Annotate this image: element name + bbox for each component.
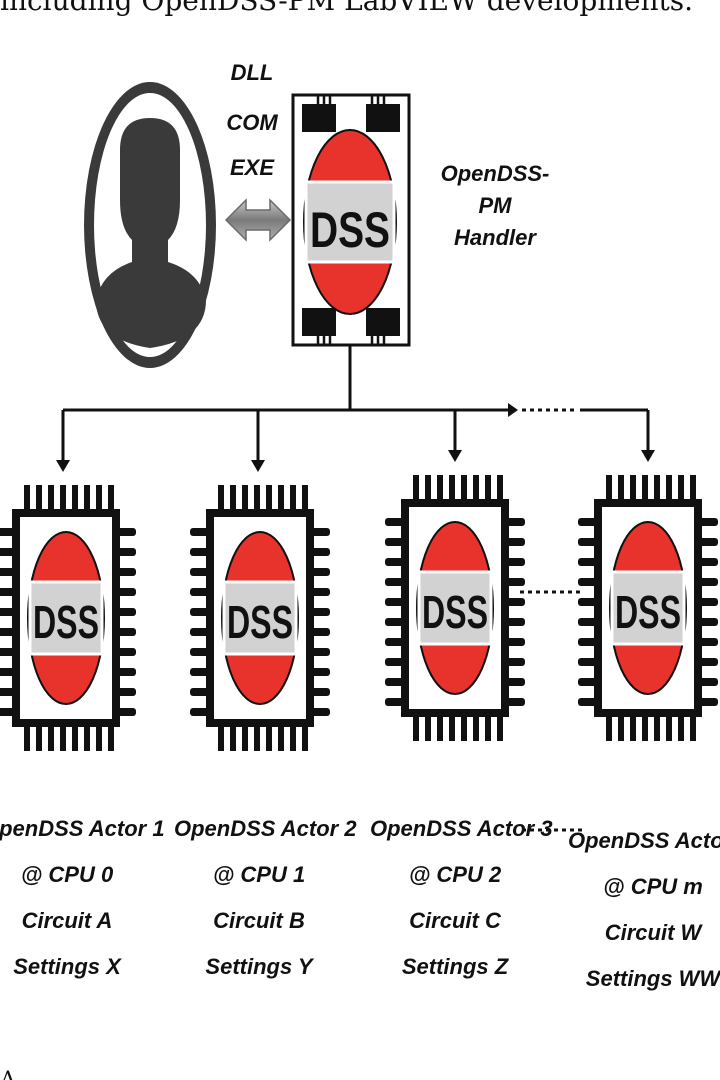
actor-chip-icon: DSS: [0, 485, 136, 751]
actor-name: OpenDSS Actor n: [568, 828, 720, 853]
footer-text: A: [0, 1068, 720, 1080]
actor-name: OpenDSS Actor 2: [174, 816, 357, 841]
actor-chip-text: DSS: [422, 586, 488, 638]
actor-circuit: Circuit B: [213, 908, 305, 933]
actor-chip-icon: DSS: [385, 475, 525, 741]
handler-label: OpenDSS-PM Handler: [430, 158, 560, 254]
actor-label-1: OpenDSS Actor 1 @ CPU 0 Circuit A Settin…: [0, 806, 165, 990]
actor-settings: Settings Z: [401, 954, 509, 979]
api-com-label: COM: [226, 110, 278, 135]
handler-label-line1: OpenDSS-PM: [440, 161, 550, 218]
actor-label-4: OpenDSS Actor n @ CPU m Circuit W Settin…: [568, 818, 720, 1002]
double-arrow-icon: [224, 198, 292, 242]
actor-label-3: OpenDSS Actor 3 @ CPU 2 Circuit C Settin…: [370, 806, 553, 990]
actor-chip-text: DSS: [615, 586, 681, 638]
actor-chip-icon: DSS: [578, 475, 718, 741]
actor-name: OpenDSS Actor 1: [0, 816, 165, 841]
connector-lines: [61, 345, 650, 832]
api-dll-label: DLL: [230, 60, 274, 85]
actor-name: OpenDSS Actor 3: [370, 816, 553, 841]
page-heading: including OpenDSS-PM LabVIEW development…: [0, 0, 720, 16]
actor-settings: Settings WW: [585, 966, 720, 991]
api-exe-label: EXE: [229, 155, 275, 180]
handler-chip-icon: DSS: [291, 93, 411, 347]
actor-settings: Settings X: [13, 954, 121, 979]
handler-chip-text: DSS: [310, 202, 390, 258]
actor-chip-text: DSS: [227, 596, 293, 648]
actor-circuit: Circuit C: [409, 908, 501, 933]
handler-label-line2: Handler: [454, 225, 536, 250]
actor-label-2: OpenDSS Actor 2 @ CPU 1 Circuit B Settin…: [174, 806, 357, 990]
user-silhouette-icon: [84, 82, 216, 368]
actor-cpu: @ CPU 1: [212, 862, 306, 887]
actor-chip-icon: DSS: [190, 485, 330, 751]
actor-chip-text: DSS: [33, 596, 99, 648]
actor-cpu: @ CPU 2: [408, 862, 502, 887]
actor-cpu: @ CPU 0: [20, 862, 114, 887]
actor-cpu: @ CPU m: [603, 874, 703, 899]
actor-settings: Settings Y: [205, 954, 313, 979]
actor-circuit: Circuit W: [604, 920, 702, 945]
actor-circuit: Circuit A: [21, 908, 113, 933]
arrow-heads: [56, 403, 655, 472]
